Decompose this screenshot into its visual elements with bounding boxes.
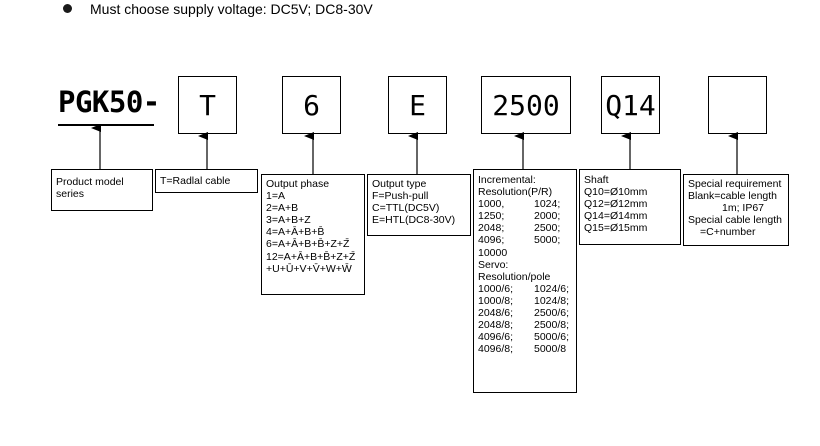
servo-subtitle: Resolution/pole bbox=[478, 270, 551, 283]
servo-row: 2048/6;2500/6; bbox=[478, 307, 570, 320]
special-line: 1m; IP67 bbox=[722, 202, 765, 215]
desc-output-phase: Output phase 1=A 2=A+B 3=A+B+Z 4=A+Ā+B+B… bbox=[261, 174, 365, 295]
desc-shaft: Shaft Q10=Ø10mm Q12=Ø12mm Q14=Ø14mm Q15=… bbox=[579, 169, 681, 245]
incremental-subtitle: Resolution(P/R) bbox=[478, 186, 553, 199]
code-box-cable: T bbox=[178, 76, 237, 134]
code-cable: T bbox=[199, 88, 216, 122]
output-type-title: Output type bbox=[372, 178, 427, 190]
special-line: =C+number bbox=[700, 226, 756, 239]
desc-special: Special requirement Blank=cable length 1… bbox=[683, 174, 789, 246]
code-output-type: E bbox=[409, 88, 426, 122]
incremental-row: 2048;2500; bbox=[478, 222, 561, 235]
desc-product-line: series bbox=[56, 188, 85, 201]
desc-product-model: Product model series bbox=[51, 169, 153, 211]
bullet-icon bbox=[63, 4, 72, 13]
code-resolution: 2500 bbox=[492, 88, 560, 122]
desc-output-type: Output type F=Push-pull C=TTL(DC5V) E=HT… bbox=[367, 174, 471, 236]
desc-cable-line: T=Radlal cable bbox=[160, 175, 231, 187]
code-output-phase: 6 bbox=[303, 88, 320, 122]
servo-row: 4096/6;5000/6; bbox=[478, 331, 570, 344]
output-phase-opt-2: 2=A+B bbox=[266, 202, 299, 215]
shaft-opt: Q10=Ø10mm bbox=[584, 186, 648, 199]
servo-row: 1000/8;1024/8; bbox=[478, 294, 570, 307]
code-box-resolution: 2500 bbox=[481, 76, 571, 134]
incremental-row: 1000,1024; bbox=[478, 198, 561, 211]
servo-row: 2048/8;2500/8; bbox=[478, 319, 570, 332]
servo-row: 4096/8;5000/8 bbox=[478, 343, 567, 356]
shaft-opt: Q12=Ø12mm bbox=[584, 198, 648, 211]
shaft-title: Shaft bbox=[584, 174, 609, 186]
desc-resolution: Incremental: Resolution(P/R) 1000,1024; … bbox=[473, 169, 577, 393]
output-phase-opt-12-cont: +U+Ū+V+V̄+W+W̄ bbox=[266, 262, 352, 275]
model-prefix-underline bbox=[58, 124, 154, 126]
model-prefix: PGK50- bbox=[58, 85, 160, 119]
incremental-row: 4096;5000; bbox=[478, 234, 561, 247]
output-type-opt: C=TTL(DC5V) bbox=[372, 202, 440, 215]
code-box-shaft: Q14 bbox=[601, 76, 660, 134]
output-type-opt: E=HTL(DC8-30V) bbox=[372, 214, 456, 227]
output-phase-opt-6: 6=A+Ā+B+B̄+Z+Z̄ bbox=[266, 238, 350, 251]
desc-product-line: Product model bbox=[56, 176, 124, 188]
code-box-special bbox=[708, 76, 767, 134]
special-title: Special requirement bbox=[688, 178, 782, 190]
special-line: Special cable length bbox=[688, 214, 782, 227]
shaft-opt: Q15=Ø15mm bbox=[584, 222, 648, 235]
output-phase-opt-12: 12=A+Ā+B+B̄+Z+Z̄ bbox=[266, 250, 356, 263]
shaft-opt: Q14=Ø14mm bbox=[584, 210, 648, 223]
servo-title: Servo: bbox=[478, 258, 509, 271]
output-phase-opt-4: 4=A+Ā+B+B̄ bbox=[266, 226, 325, 239]
incremental-row: 1250;2000; bbox=[478, 210, 561, 223]
code-box-output-type: E bbox=[388, 76, 447, 134]
output-phase-title: Output phase bbox=[266, 178, 330, 190]
incremental-last: 10000 bbox=[478, 246, 508, 259]
output-type-opt: F=Push-pull bbox=[372, 190, 429, 203]
servo-row: 1000/6;1024/6; bbox=[478, 282, 570, 295]
desc-cable: T=Radlal cable bbox=[155, 169, 258, 193]
incremental-title: Incremental: bbox=[478, 174, 536, 186]
output-phase-opt-1: 1=A bbox=[266, 190, 285, 203]
code-shaft: Q14 bbox=[605, 88, 656, 122]
output-phase-opt-3: 3=A+B+Z bbox=[266, 214, 311, 227]
special-line: Blank=cable length bbox=[688, 190, 778, 203]
code-box-output-phase: 6 bbox=[282, 76, 341, 134]
supply-voltage-note: Must choose supply voltage: DC5V; DC8-30… bbox=[90, 1, 373, 17]
